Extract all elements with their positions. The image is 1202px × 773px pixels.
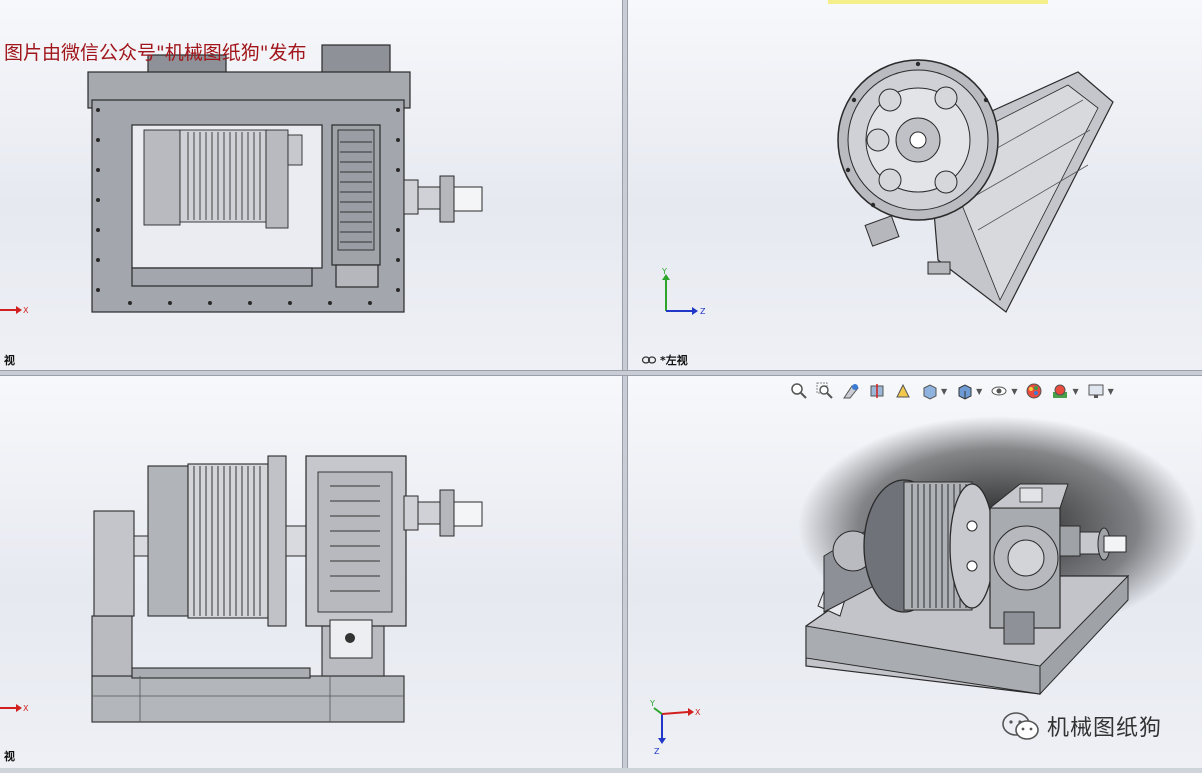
apply-scene-icon[interactable] [1049, 380, 1071, 402]
bottom-border [0, 768, 1202, 773]
hide-show-items-icon[interactable] [988, 380, 1010, 402]
svg-text:Y: Y [649, 699, 655, 708]
heads-up-view-toolbar: ▼ ▼ ▼ ▼ ▼ [788, 380, 1116, 402]
svg-text:X: X [695, 708, 701, 717]
previous-view-icon[interactable] [840, 380, 862, 402]
link-icon [641, 356, 657, 364]
svg-text:X: X [23, 704, 29, 713]
left-view-label: *左视 [660, 354, 688, 367]
svg-text:X: X [23, 306, 29, 315]
edit-appearance-icon[interactable] [1023, 380, 1045, 402]
brand-name: 机械图纸狗 [1046, 716, 1162, 741]
svg-text:Z: Z [654, 747, 660, 756]
left-view-model [837, 59, 1114, 313]
left-viewport[interactable]: Y Z *左视 [628, 0, 1202, 370]
display-style-dropdown-icon[interactable]: ▼ [976, 386, 983, 396]
svg-text:Z: Z [700, 307, 706, 316]
wechat-icon [1002, 712, 1039, 740]
horizontal-splitter[interactable] [0, 370, 1202, 376]
left-axis-triad: Y Z [661, 267, 706, 316]
front-view-model [87, 44, 483, 313]
view-orientation-dropdown-icon[interactable]: ▼ [941, 386, 948, 396]
view-settings-icon[interactable] [1085, 380, 1107, 402]
section-view-icon[interactable] [866, 380, 888, 402]
top-axis-triad: X [0, 704, 29, 713]
dynamic-annotation-icon[interactable] [892, 380, 914, 402]
brand-watermark: 机械图纸狗 [1001, 710, 1162, 742]
vertical-splitter[interactable] [622, 0, 628, 773]
top-viewport[interactable]: X 视 [0, 376, 622, 768]
apply-scene-dropdown-icon[interactable]: ▼ [1072, 386, 1079, 396]
view-orientation-icon[interactable] [918, 380, 940, 402]
hide-show-dropdown-icon[interactable]: ▼ [1011, 386, 1018, 396]
top-view-label: 视 [4, 750, 15, 763]
zoom-to-fit-icon[interactable] [788, 380, 810, 402]
isometric-viewport[interactable]: ▼ ▼ ▼ ▼ ▼ [628, 376, 1202, 768]
front-viewport[interactable]: X 视 [0, 0, 622, 370]
iso-axis-triad: X Z Y [649, 699, 701, 756]
display-style-icon[interactable] [953, 380, 975, 402]
zoom-area-icon[interactable] [814, 380, 836, 402]
view-settings-dropdown-icon[interactable]: ▼ [1107, 386, 1114, 396]
isometric-view-model [798, 416, 1198, 696]
front-view-label: 视 [4, 354, 15, 367]
top-view-model [91, 455, 483, 723]
highlight-strip [828, 0, 1048, 4]
svg-text:Y: Y [661, 267, 667, 276]
front-axis-triad: X [0, 306, 29, 315]
watermark-text: 图片由微信公众号"机械图纸狗"发布 [4, 42, 307, 64]
